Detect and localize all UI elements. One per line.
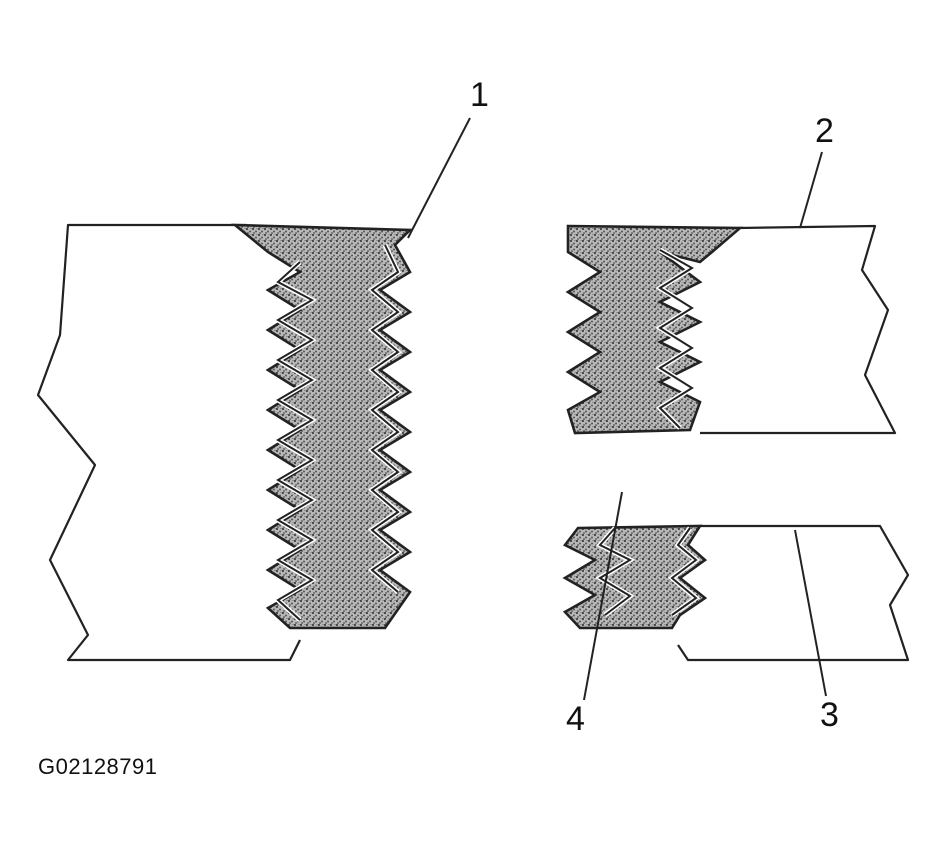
callout-4: 4 <box>566 700 585 738</box>
leader-line-1 <box>407 117 471 239</box>
leader-line-4 <box>583 491 623 701</box>
callout-3: 3 <box>820 696 839 734</box>
right-upper-thread-line <box>658 249 694 429</box>
leader-line-3 <box>794 529 827 697</box>
right-lower-thread-line-2 <box>670 527 698 616</box>
callout-1: 1 <box>470 76 489 114</box>
right-upper-thread <box>565 224 744 435</box>
left-thread-right-line <box>370 244 400 593</box>
right-lower-thread-line <box>598 527 633 616</box>
left-thread-insert <box>231 223 414 630</box>
right-upper-outline <box>700 224 897 435</box>
right-lower-part <box>562 524 910 662</box>
figure-code: G02128791 <box>38 754 158 779</box>
callout-2: 2 <box>815 112 834 150</box>
right-lower-outline <box>677 524 910 662</box>
right-upper-part <box>565 224 897 435</box>
left-part-outline <box>36 223 301 662</box>
left-part <box>36 223 414 662</box>
leader-line-2 <box>799 151 823 229</box>
left-thread-inner-line <box>276 261 315 621</box>
right-lower-thread <box>562 524 708 630</box>
